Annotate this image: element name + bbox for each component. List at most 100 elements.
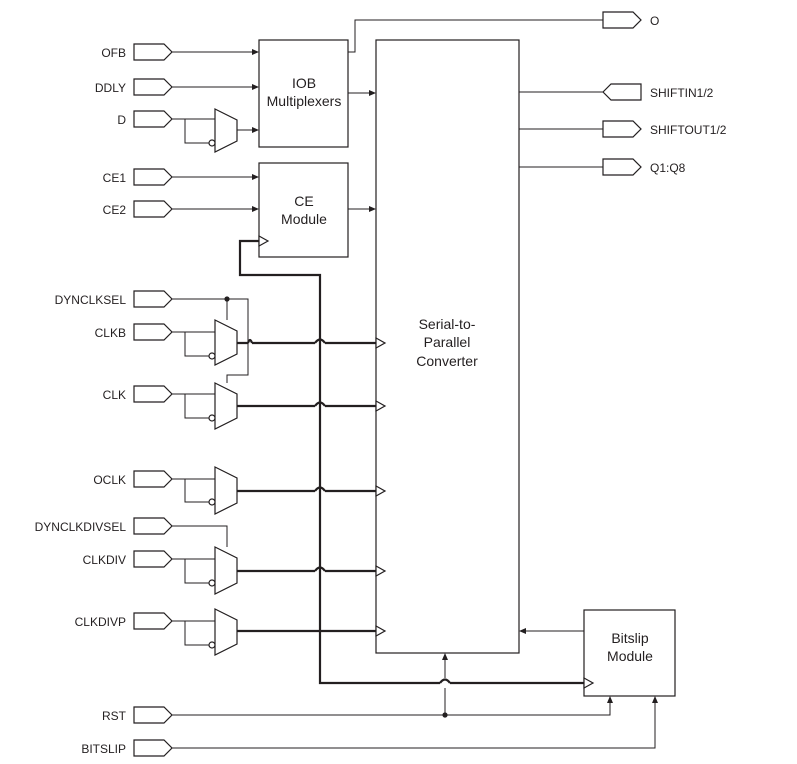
clkdiv-mux-shape [214, 546, 238, 595]
input-port-clk: CLK [103, 385, 173, 403]
thick-clock-wires [237, 239, 584, 685]
d-mux-shape [214, 108, 238, 153]
ce2-label: CE2 [103, 203, 127, 217]
o-port-arrow [602, 11, 642, 29]
s2p-block-label-line1: Serial-to- [419, 316, 476, 332]
clkb-mux-inverter-bubble [208, 352, 216, 360]
clk-port-arrow [133, 385, 173, 403]
clkb-mux-shape [214, 319, 238, 366]
clkb-crossover-hop [246, 338, 254, 344]
bitslip-input-arrowhead [652, 696, 658, 703]
o-output-wire [348, 19, 603, 53]
iob-block-label-line1: IOB [292, 75, 316, 91]
clkdiv-inverted-wire [184, 559, 209, 584]
ce-block-label-line1: CE [294, 193, 313, 209]
iob-block-label-line2: Multiplexers [267, 93, 342, 109]
input-port-clkdiv: CLKDIV [83, 550, 173, 568]
shiftin-label: SHIFTIN1/2 [650, 86, 714, 100]
ofb-arrowhead [252, 49, 259, 55]
clkdiv-mux-inverter-bubble [208, 579, 216, 587]
clkdivp-mux [208, 608, 238, 656]
clkdivp-label: CLKDIVP [75, 615, 126, 629]
clkdiv-mux [208, 546, 238, 595]
clkb-label: CLKB [95, 326, 126, 340]
input-port-d: D [117, 110, 173, 128]
rst-bitslip-arrowhead [607, 696, 613, 703]
input-port-ce2: CE2 [103, 200, 173, 218]
clkb-port-arrow [133, 323, 173, 341]
bitslip-bus-crossover-hop [439, 678, 451, 684]
bitslip-port-arrow [133, 739, 173, 757]
ofb-label: OFB [101, 46, 126, 60]
rst-s2p-arrowhead [442, 653, 448, 660]
rst-junction-dot [442, 712, 448, 718]
clk-mux [208, 382, 238, 430]
output-port-shiftout: SHIFTOUT1/2 [602, 120, 727, 138]
oclk-label: OCLK [93, 473, 126, 487]
ce1-arrowhead [252, 174, 259, 180]
d-mux-inverter-bubble [208, 139, 216, 147]
shiftin-port-arrow [602, 83, 642, 101]
oclk-mux-inverter-bubble [208, 498, 216, 506]
bitslip-block-label-line2: Module [607, 648, 653, 664]
ce2-port-arrow [133, 200, 173, 218]
ce-block-label-line2: Module [281, 211, 327, 227]
oclk-inverted-wire [184, 479, 209, 503]
ddly-arrowhead [252, 84, 259, 90]
dynclkdivsel-port-arrow [133, 517, 173, 535]
output-port-shiftin: SHIFTIN1/2 [602, 83, 714, 101]
oclk-mux [208, 466, 238, 515]
thin-wires [172, 19, 658, 749]
iob-to-s2p-arrowhead [369, 90, 376, 96]
input-port-clkdivp: CLKDIVP [75, 612, 173, 630]
ce2-arrowhead [252, 206, 259, 212]
clk-inverted-wire [184, 394, 209, 419]
d-label: D [117, 113, 126, 127]
clkb-inverted-wire [184, 332, 209, 357]
shiftout-label: SHIFTOUT1/2 [650, 123, 727, 137]
s2p-block-label-line3: Converter [416, 353, 478, 369]
input-port-ofb: OFB [101, 43, 173, 61]
clkdivp-inverted-wire [184, 621, 209, 646]
rst-wire [172, 702, 611, 716]
ce1-port-arrow [133, 168, 173, 186]
multiplexers [208, 108, 238, 656]
clk-mux-shape [214, 382, 238, 430]
d-inverted-wire [184, 119, 209, 144]
d-mux [208, 108, 238, 153]
clkdiv-to-ce-bus [238, 239, 322, 571]
output-port-o: O [602, 11, 659, 29]
ddly-port-arrow [133, 78, 173, 96]
d-arrowhead [252, 127, 259, 133]
clkdiv-to-bitslip-bus [318, 571, 584, 685]
rst-label: RST [102, 709, 127, 723]
input-port-oclk: OCLK [93, 470, 173, 488]
input-port-bitslip: BITSLIP [81, 739, 173, 757]
clkdivp-mux-inverter-bubble [208, 641, 216, 649]
dynclkdivsel-label: DYNCLKDIVSEL [35, 520, 127, 534]
q-port-arrow [602, 158, 642, 176]
clk-mux-inverter-bubble [208, 414, 216, 422]
input-port-ddly: DDLY [95, 78, 173, 96]
clkb-mux [208, 319, 238, 366]
input-port-ce1: CE1 [103, 168, 173, 186]
dynclksel-wire [172, 298, 228, 320]
ce-to-s2p-arrowhead [369, 206, 376, 212]
bitslip-block-label-line1: Bitslip [611, 630, 649, 646]
input-port-dynclkdivsel: DYNCLKDIVSEL [35, 517, 173, 535]
iob-multiplexers-block: IOB Multiplexers [258, 39, 349, 148]
clkdivp-port-arrow [133, 612, 173, 630]
clkdiv-port-arrow [133, 550, 173, 568]
d-port-arrow [133, 110, 173, 128]
clkdiv-label: CLKDIV [83, 553, 126, 567]
bitslip-label: BITSLIP [81, 742, 126, 756]
o-label: O [650, 14, 659, 28]
dynclksel-branch-wire [226, 298, 249, 383]
input-port-clkb: CLKB [95, 323, 173, 341]
input-port-dynclksel: DYNCLKSEL [55, 290, 173, 308]
dynclksel-port-arrow [133, 290, 173, 308]
bitslip-module-block: Bitslip Module [583, 609, 676, 697]
oclk-mux-shape [214, 466, 238, 515]
dynclkdivsel-wire [172, 525, 228, 547]
